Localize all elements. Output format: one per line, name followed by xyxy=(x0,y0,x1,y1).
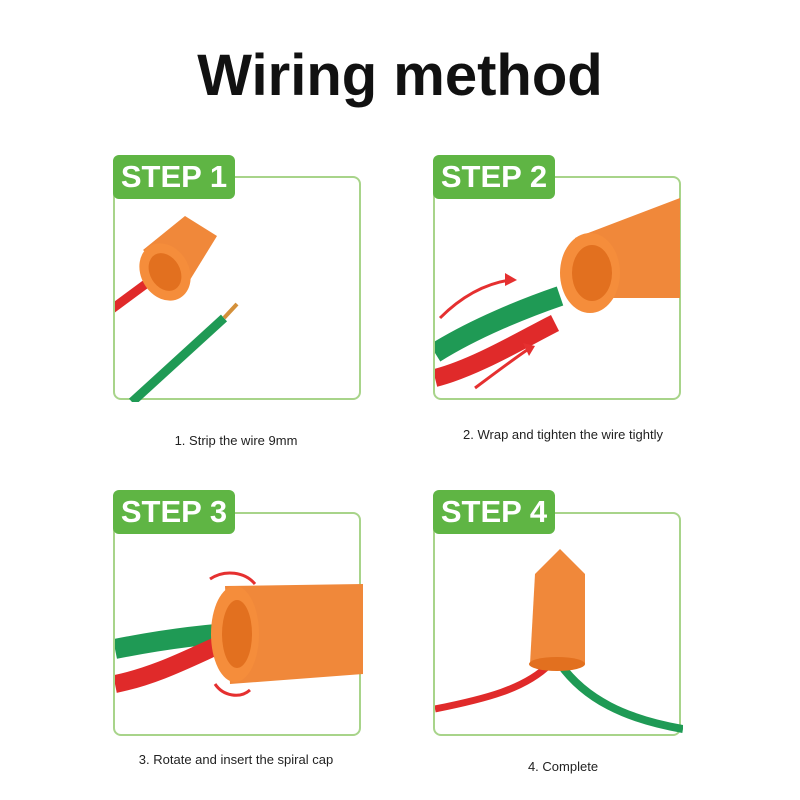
step-4-panel xyxy=(433,512,683,736)
arrow-icon xyxy=(438,278,511,320)
step-2-badge: STEP 2 xyxy=(433,155,555,199)
step-2-illustration xyxy=(435,198,680,390)
step-1-panel xyxy=(113,176,361,402)
step-2-panel xyxy=(433,176,681,400)
rotate-arrow-icon xyxy=(213,683,252,697)
step-3-illustration xyxy=(115,571,363,697)
step-4-illustration xyxy=(435,549,683,733)
step-3-panel xyxy=(113,512,363,736)
arrow-icon xyxy=(474,346,531,390)
step-3-caption: 3. Rotate and insert the spiral cap xyxy=(138,752,334,767)
step-3-badge: STEP 3 xyxy=(113,490,235,534)
rotate-arrow-icon xyxy=(209,571,257,586)
step-1-caption: 1. Strip the wire 9mm xyxy=(174,433,298,448)
step-2-caption: 2. Wrap and tighten the wire tightly xyxy=(463,427,663,442)
step-1-badge: STEP 1 xyxy=(113,155,235,199)
step-4-caption: 4. Complete xyxy=(527,759,599,774)
step-4-badge: STEP 4 xyxy=(433,490,555,534)
page-title: Wiring method xyxy=(197,43,603,108)
step-1-illustration xyxy=(115,216,239,402)
